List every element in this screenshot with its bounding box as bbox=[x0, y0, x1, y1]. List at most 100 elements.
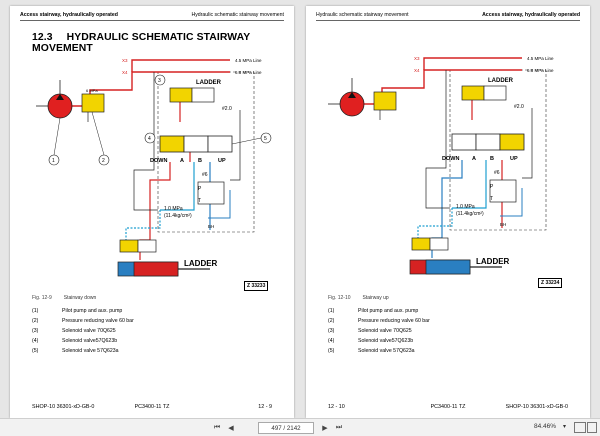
image-code: Z 33233 bbox=[244, 281, 269, 291]
svg-text:1.0 MPa: 1.0 MPa bbox=[164, 206, 183, 212]
svg-text:X4: X4 bbox=[122, 70, 128, 75]
page-number-input[interactable]: 497 / 2142 bbox=[258, 422, 314, 434]
header-rule bbox=[316, 20, 580, 21]
svg-text:LADDER: LADDER bbox=[476, 257, 510, 266]
figure-label: Fig. 12-9 bbox=[32, 295, 52, 301]
callout-3 bbox=[154, 74, 166, 86]
svg-text:T: T bbox=[490, 196, 493, 202]
figure-caption: Fig. 12-9 Stairway down bbox=[32, 295, 96, 301]
svg-text:DOWN: DOWN bbox=[442, 156, 459, 162]
svg-text:6 MPa: 6 MPa bbox=[86, 88, 98, 93]
fit-page-icon[interactable] bbox=[587, 422, 597, 433]
svg-text:B: B bbox=[198, 158, 202, 164]
svg-text:LADDER: LADDER bbox=[184, 259, 218, 268]
viewer-toolbar: ⏮ ◀ 497 / 2142 ▶ ⏭ 84.46% ▾ bbox=[0, 418, 600, 436]
legend-item: (2)Pressure reducing valve 60 bar bbox=[328, 318, 430, 324]
svg-text:4.5 MPa Line: 4.5 MPa Line bbox=[527, 56, 554, 61]
svg-text:X3: X3 bbox=[122, 58, 128, 63]
svg-text:BH: BH bbox=[500, 222, 506, 227]
right-document-page: Hydraulic schematic stairway movement Ac… bbox=[306, 6, 590, 418]
header-left: Hydraulic schematic stairway movement bbox=[316, 12, 409, 18]
hydraulic-schematic-stairway-down: 6 MPa LADDER #2.0 DOWN A B UP #6 P T 1.0… bbox=[36, 58, 272, 277]
legend-item: (2)Pressure reducing valve 60 bar bbox=[32, 318, 134, 324]
figure-caption-text: Stairway down bbox=[63, 295, 97, 301]
page-footer: SHOP-10 36301-xD-GB-0 PC3400-11 TZ 12 - … bbox=[32, 404, 272, 410]
svg-text:2: 2 bbox=[102, 158, 105, 164]
svg-text:X4: X4 bbox=[414, 68, 420, 73]
legend-item: (5)Solenoid valve 57Q623a bbox=[328, 348, 415, 354]
header-left: Access stairway, hydraulically operated bbox=[20, 12, 118, 18]
svg-text:6.8 MPa Line: 6.8 MPa Line bbox=[235, 70, 262, 75]
svg-text:P: P bbox=[198, 186, 202, 192]
header-right: Access stairway, hydraulically operated bbox=[482, 12, 580, 18]
svg-text:T: T bbox=[198, 198, 201, 204]
svg-text:#6: #6 bbox=[494, 170, 500, 176]
svg-text:1.0 MPa: 1.0 MPa bbox=[456, 204, 475, 210]
svg-text:B: B bbox=[490, 156, 494, 162]
footer-page-number: 12 - 9 bbox=[258, 404, 272, 410]
figure-label: Fig. 12-10 bbox=[328, 295, 351, 301]
svg-text:BH: BH bbox=[208, 224, 214, 229]
section-number: 12.3 bbox=[32, 32, 53, 43]
svg-text:UP: UP bbox=[510, 156, 518, 162]
page-footer: 12 - 10 PC3400-11 TZ SHOP-10 36301-xD-GB… bbox=[328, 404, 568, 410]
svg-text:P: P bbox=[490, 184, 494, 190]
legend-item: (3)Solenoid valve 70Q625 bbox=[328, 328, 412, 334]
solenoid-valve-57q623b-icon bbox=[159, 135, 185, 153]
left-document-page: Access stairway, hydraulically operated … bbox=[10, 6, 294, 418]
solenoid-valve-57q623a-icon bbox=[207, 135, 233, 153]
svg-text:5: 5 bbox=[264, 136, 267, 142]
header-rule bbox=[20, 20, 284, 21]
legend-item: (1)Pilot pump and aux. pump bbox=[328, 308, 419, 314]
legend-item: (4)Solenoid valve57Q623b bbox=[328, 338, 414, 344]
svg-text:(11.4kg/cm²): (11.4kg/cm²) bbox=[456, 211, 484, 217]
zoom-dropdown-icon[interactable]: ▾ bbox=[562, 424, 566, 430]
footer-center: PC3400-11 TZ bbox=[430, 404, 466, 410]
legend-list: (1)Pilot pump and aux. pump (2)Pressure … bbox=[328, 308, 430, 358]
legend-item: (4)Solenoid valve57Q623b bbox=[32, 338, 118, 344]
hydraulic-schematic-stairway-up: LADDER #2.0 DOWN A B UP #6 P T 1.0 MPa (… bbox=[328, 56, 554, 275]
svg-text:A: A bbox=[180, 158, 184, 164]
legend-item: (1)Pilot pump and aux. pump bbox=[32, 308, 123, 314]
footer-center: PC3400-11 TZ bbox=[134, 404, 170, 410]
svg-text:1: 1 bbox=[52, 158, 55, 164]
image-code: Z 33234 bbox=[538, 278, 563, 288]
pressure-reducing-valve-icon bbox=[81, 93, 105, 113]
legend-item: (3)Solenoid valve 70Q625 bbox=[32, 328, 116, 334]
figure-caption-text: Stairway up bbox=[362, 295, 389, 301]
svg-text:#2.0: #2.0 bbox=[222, 106, 232, 112]
svg-text:3: 3 bbox=[158, 78, 161, 84]
svg-text:A: A bbox=[472, 156, 476, 162]
callout-4 bbox=[144, 132, 156, 144]
svg-text:4.5 MPa Line: 4.5 MPa Line bbox=[235, 58, 262, 63]
zoom-level[interactable]: 84.46% bbox=[533, 423, 556, 430]
svg-text:LADDER: LADDER bbox=[196, 80, 222, 86]
figure-caption: Fig. 12-10 Stairway up bbox=[328, 295, 389, 301]
svg-text:#2.0: #2.0 bbox=[514, 104, 524, 110]
svg-text:DOWN: DOWN bbox=[150, 158, 167, 164]
header-right: Hydraulic schematic stairway movement bbox=[191, 12, 284, 18]
first-page-icon[interactable]: ⏮ bbox=[213, 423, 221, 431]
solenoid-valve-70q625-icon bbox=[169, 87, 193, 103]
svg-text:(11.4kg/cm²): (11.4kg/cm²) bbox=[164, 213, 192, 219]
svg-text:4: 4 bbox=[148, 136, 151, 142]
fit-width-icon[interactable] bbox=[574, 422, 586, 433]
next-page-icon[interactable]: ▶ bbox=[322, 424, 328, 432]
footer-left: SHOP-10 36301-xD-GB-0 bbox=[32, 404, 95, 410]
prev-page-icon[interactable]: ◀ bbox=[228, 424, 234, 432]
pilot-line bbox=[160, 162, 195, 211]
svg-text:LADDER: LADDER bbox=[488, 78, 514, 84]
page-header: Hydraulic schematic stairway movement Ac… bbox=[316, 12, 580, 18]
svg-text:UP: UP bbox=[218, 158, 226, 164]
section-title: HYDRAULIC SCHEMATIC STAIRWAY MOVEMENT bbox=[32, 32, 251, 54]
svg-text:6.8 MPa Line: 6.8 MPa Line bbox=[527, 68, 554, 73]
footer-page-number: 12 - 10 bbox=[328, 404, 345, 410]
legend-item: (5)Solenoid valve 57Q623a bbox=[32, 348, 119, 354]
pressure-line-68 bbox=[131, 59, 230, 72]
footer-right: SHOP-10 36301-xD-GB-0 bbox=[505, 404, 568, 410]
last-page-icon[interactable]: ⏭ bbox=[335, 423, 343, 431]
page-header: Access stairway, hydraulically operated … bbox=[20, 12, 284, 18]
svg-text:#6: #6 bbox=[202, 172, 208, 178]
svg-text:X3: X3 bbox=[414, 56, 420, 61]
